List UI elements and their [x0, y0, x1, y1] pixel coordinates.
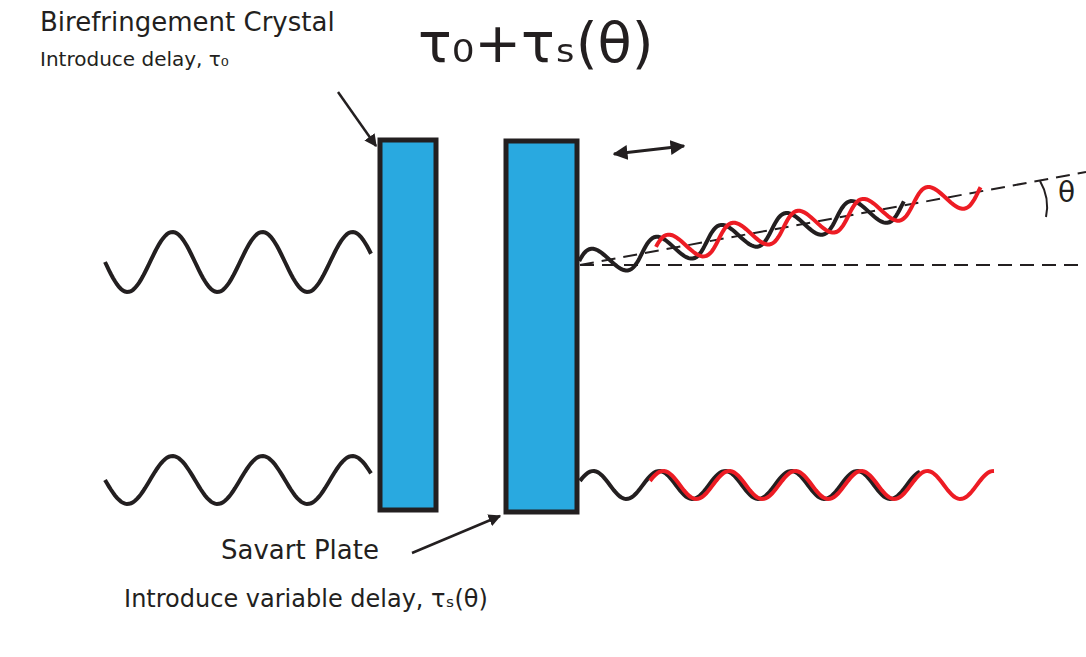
wave	[580, 251, 910, 279]
part-name: Savart Plate	[221, 536, 379, 565]
delay-label: τ₀+τₛ(θ)	[418, 12, 654, 74]
delay-arrow	[614, 146, 684, 154]
angle-label: θ	[1058, 178, 1075, 209]
part-note: Introduce variable delay, τₛ(θ)	[124, 586, 488, 612]
birefringent-crystal	[380, 140, 436, 510]
wave	[105, 456, 371, 504]
leader-line	[412, 516, 500, 553]
angle-arc	[1040, 181, 1047, 217]
wave	[577, 192, 907, 279]
part-note: Introduce delay, τ₀	[40, 48, 229, 70]
part-name: Birefringement Crystal	[40, 8, 335, 37]
reference-line	[580, 264, 1086, 266]
tilted-reference-line	[580, 172, 1086, 265]
waves	[105, 178, 994, 504]
wave	[105, 232, 371, 292]
wave	[654, 178, 984, 265]
leader-line	[338, 92, 376, 146]
wave	[650, 471, 994, 499]
savart-plate	[506, 141, 577, 512]
